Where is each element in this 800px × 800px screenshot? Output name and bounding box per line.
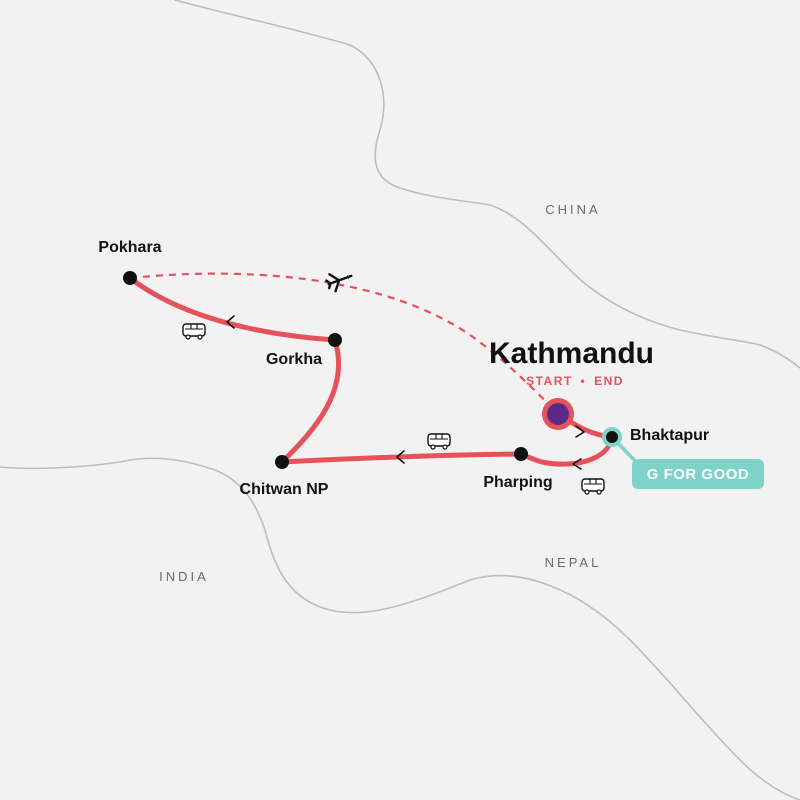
city-label-gorkha: Gorkha bbox=[266, 351, 322, 368]
chevron-arrow-icon bbox=[575, 425, 585, 438]
chevron-arrow-icon bbox=[226, 315, 235, 329]
end-label: END bbox=[594, 374, 624, 388]
bus-icon bbox=[427, 433, 451, 450]
route-pharping-chitwan bbox=[279, 451, 524, 465]
flight-route bbox=[129, 272, 559, 415]
chevron-arrow-icon bbox=[396, 450, 405, 464]
bus-icon bbox=[581, 478, 605, 495]
start-label: START bbox=[526, 374, 573, 388]
chevron-arrow-icon bbox=[572, 458, 582, 470]
city-label-bhaktapur: Bhaktapur bbox=[630, 427, 709, 444]
city-label-kathmandu: Kathmandu bbox=[489, 337, 654, 370]
city-marker-chitwan bbox=[275, 455, 289, 469]
g-for-good-badge: G FOR GOOD bbox=[632, 459, 764, 489]
china-nepal-border bbox=[174, 0, 800, 369]
india-nepal-border bbox=[0, 457, 800, 800]
city-marker-bhaktapur bbox=[606, 431, 618, 443]
start-end-marker bbox=[547, 403, 569, 425]
country-label-nepal: NEPAL bbox=[545, 555, 602, 570]
start-end-label: START • END bbox=[526, 374, 624, 388]
country-label-india: INDIA bbox=[159, 569, 209, 584]
start-end-separator: • bbox=[581, 374, 587, 388]
city-label-chitwan: Chitwan NP bbox=[240, 481, 329, 498]
city-marker-pharping bbox=[514, 447, 528, 461]
bus-icon bbox=[182, 323, 206, 340]
airplane-icon bbox=[325, 273, 353, 293]
city-marker-gorkha bbox=[328, 333, 342, 347]
city-marker-pokhara bbox=[123, 271, 137, 285]
g-for-good-label: G FOR GOOD bbox=[647, 466, 750, 483]
city-label-pokhara: Pokhara bbox=[98, 239, 161, 256]
route-chitwan-gorkha bbox=[279, 337, 342, 465]
country-label-china: CHINA bbox=[545, 202, 600, 217]
city-label-pharping: Pharping bbox=[483, 474, 552, 491]
